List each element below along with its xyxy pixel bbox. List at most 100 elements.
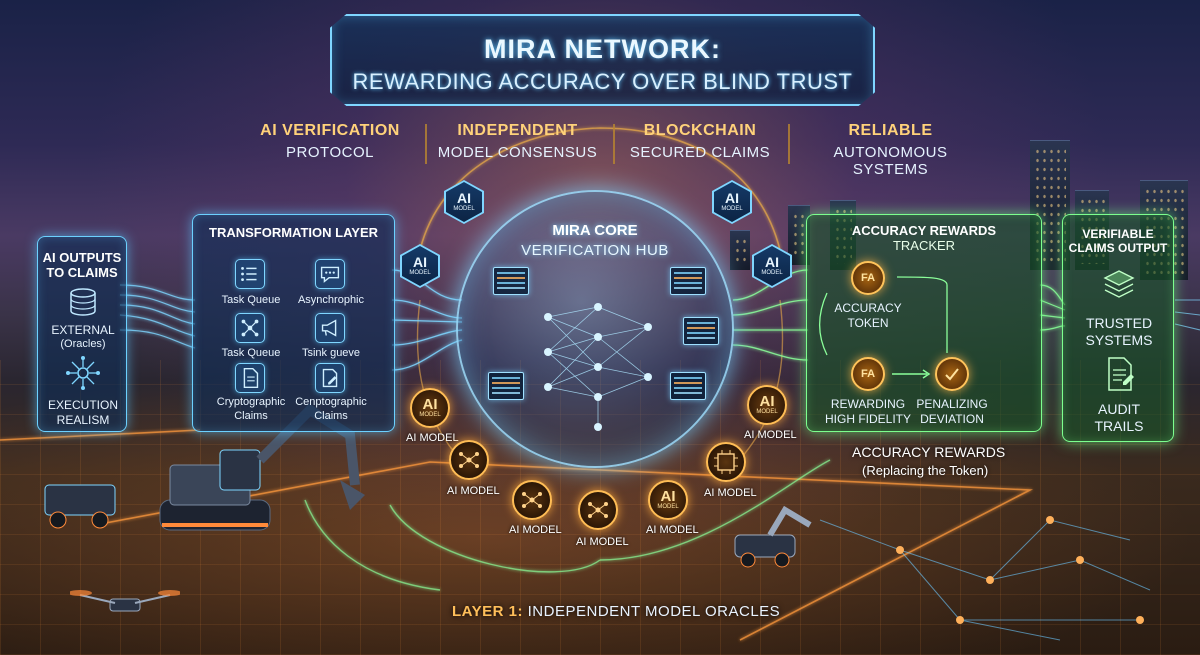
accuracy-rewards-note-sub: (Replacing the Token) xyxy=(862,463,989,478)
pillar-blockchain: BLOCKCHAIN SECURED CLAIMS xyxy=(625,122,775,161)
transform-item-label: Cenptographic xyxy=(295,396,367,408)
core-title: MIRA CORE xyxy=(552,222,638,239)
panel-title: VERIFIABLE xyxy=(1082,227,1154,241)
external-label: EXTERNAL xyxy=(51,323,115,337)
network-icon xyxy=(235,313,265,343)
ai-model-label: AI MODEL xyxy=(447,485,500,497)
ai-outputs-panel: AI OUTPUTS TO CLAIMS EXTERNAL (Oracles) … xyxy=(37,236,127,432)
pillar-heading: INDEPENDENT xyxy=(457,122,578,139)
accuracy-rewards-note: ACCURACY REWARDS xyxy=(852,444,1006,460)
penalizing-label: DEVIATION xyxy=(920,412,984,426)
hex-ai-text: AI xyxy=(457,190,471,206)
coin-model-text: MODEL xyxy=(419,412,441,418)
rewarding-label: HIGH FIDELITY xyxy=(824,412,911,426)
coin-ai-text: AI xyxy=(660,488,676,505)
transformation-layer-panel: TRANSFORMATION LAYER Task Queue Asynchro… xyxy=(192,214,395,432)
transform-item-label: Asynchrophic xyxy=(297,294,365,306)
hex-ai-text: AI xyxy=(765,254,779,270)
pillar-text: SECURED CLAIMS xyxy=(629,144,771,161)
pillar-heading: BLOCKCHAIN xyxy=(643,122,757,139)
pillar-reliable: RELIABLE AUTONOMOUS SYSTEMS xyxy=(798,122,983,178)
transform-item-label: Task Queue xyxy=(221,294,281,306)
coin-ai-text: AI xyxy=(759,393,775,410)
systems-label: SYSTEMS xyxy=(1085,332,1153,348)
ai-model-label: AI MODEL xyxy=(509,524,562,536)
skyscraper xyxy=(788,205,810,265)
layers-stack-icon xyxy=(1103,270,1135,298)
megaphone-icon xyxy=(315,313,345,343)
title-banner: MIRA NETWORK: REWARDING ACCURACY OVER BL… xyxy=(330,14,875,106)
trusted-label: TRUSTED xyxy=(1085,315,1153,331)
accuracy-rewards-tracker-panel: ACCURACY REWARDS TRACKER FA ACCURACY TOK… xyxy=(806,214,1042,432)
hub-network-icon xyxy=(66,356,100,390)
hex-model-text: MODEL xyxy=(453,206,475,212)
realism-label: REALISM xyxy=(56,413,110,427)
hex-model-text: MODEL xyxy=(761,270,783,276)
ai-model-network-coin-icon[interactable] xyxy=(706,442,746,482)
core-subtitle: VERIFICATION HUB xyxy=(521,242,669,259)
panel-title: TO CLAIMS xyxy=(46,265,118,280)
ai-model-label: AI MODEL xyxy=(576,536,629,548)
ai-model-coin-icon[interactable]: AI MODEL xyxy=(648,480,688,520)
ai-model-network-coin-icon[interactable] xyxy=(449,440,489,480)
mira-core-globe: MIRA CORE VERIFICATION HUB xyxy=(456,190,734,468)
hex-ai-text: AI xyxy=(725,190,739,206)
database-icon xyxy=(70,288,96,316)
neural-network-icon xyxy=(544,303,652,431)
coin-label: FA xyxy=(860,368,876,380)
transform-item-label: Cryptographic xyxy=(216,396,286,408)
coin-model-text: MODEL xyxy=(756,409,778,415)
ai-model-coin-icon[interactable]: AI MODEL xyxy=(410,388,450,428)
accuracy-token-label: TOKEN xyxy=(847,316,889,330)
coin-ai-text: AI xyxy=(422,396,438,413)
monitor-icon xyxy=(488,372,524,400)
oracles-label: (Oracles) xyxy=(60,338,106,350)
hex-model-text: MODEL xyxy=(409,270,431,276)
page-title: MIRA NETWORK: xyxy=(484,34,721,64)
monitor-icon xyxy=(670,372,706,400)
edit-icon xyxy=(315,363,345,393)
fa-coin-icon: FA xyxy=(851,261,885,295)
monitor-icon xyxy=(493,267,529,295)
transform-item-label: Claims xyxy=(234,410,268,422)
excavator-illustration xyxy=(159,403,365,531)
panel-title: AI OUTPUTS xyxy=(42,250,122,265)
penalty-coin-icon xyxy=(935,357,969,391)
robot-arm-vehicle-illustration xyxy=(734,505,812,568)
coin-model-text: MODEL xyxy=(657,504,679,510)
coin-label: FA xyxy=(860,272,876,284)
pillar-text: AUTONOMOUS SYSTEMS xyxy=(833,144,948,178)
ai-model-network-coin-icon[interactable] xyxy=(512,480,552,520)
hex-model-text: MODEL xyxy=(721,206,743,212)
reward-flow-arrows xyxy=(818,276,948,379)
transform-item-label: Tsink gueve xyxy=(301,347,361,359)
pillar-independent: INDEPENDENT MODEL CONSENSUS xyxy=(435,122,600,161)
hex-ai-text: AI xyxy=(413,254,427,270)
ai-model-coin-icon[interactable]: AI MODEL xyxy=(747,385,787,425)
panel-title: ACCURACY REWARDS xyxy=(851,223,997,238)
ai-model-label: AI MODEL xyxy=(406,432,459,444)
list-icon xyxy=(235,259,265,289)
ai-model-label: AI MODEL xyxy=(744,429,797,441)
ai-model-network-coin-icon[interactable] xyxy=(578,490,618,530)
trails-label: TRAILS xyxy=(1094,418,1144,434)
drone-illustration xyxy=(70,590,180,612)
pillar-divider xyxy=(788,124,790,164)
panel-subtitle: TRACKER xyxy=(892,238,956,253)
layer1-caption: LAYER 1: INDEPENDENT MODEL ORACLES xyxy=(452,603,780,620)
transform-item-label: Task Queue xyxy=(221,347,281,359)
panel-title: TRANSFORMATION LAYER xyxy=(209,225,378,240)
ai-model-label: AI MODEL xyxy=(646,524,699,536)
document-icon xyxy=(235,363,265,393)
skyscraper xyxy=(730,230,750,270)
pillar-divider xyxy=(613,124,615,164)
panel-title: CLAIMS OUTPUT xyxy=(1068,241,1168,255)
pillar-ai-verification: AI VERIFICATION PROTOCOL xyxy=(255,122,405,161)
layer1-prefix: LAYER 1: xyxy=(452,603,523,620)
chat-icon xyxy=(315,259,345,289)
